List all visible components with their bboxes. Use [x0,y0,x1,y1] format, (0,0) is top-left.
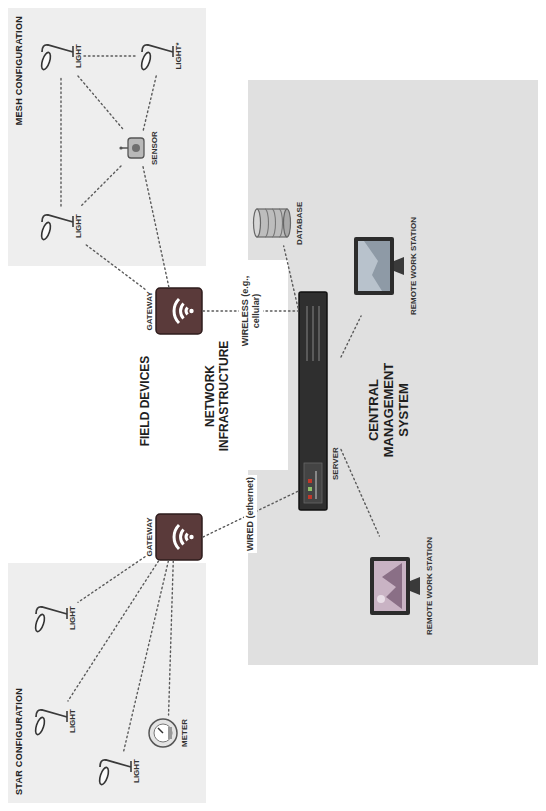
node-label: STAR CONFIGURATION [8,563,25,803]
network-link [84,55,138,56]
network-link [143,76,156,130]
streetlight-icon [38,36,74,76]
device-icon [32,598,68,638]
node-label: LIGHT [68,708,78,734]
network-link [68,561,159,701]
streetlight-icon [96,751,132,791]
network-link [124,561,169,751]
node-label: LIGHT [132,758,142,784]
network-link [284,246,298,308]
server-icon [298,291,328,511]
node-label: SENSOR [150,130,160,166]
light-device: LIGHT [96,751,142,791]
network-link [341,316,361,357]
node-label: LIGHT [74,43,84,69]
device-icon [155,287,203,335]
workstation-device: REMOTE WORK STATION [352,216,419,316]
node-label: LIGHT [68,605,78,631]
node-label: GATEWAY [145,516,155,557]
gateway-device: GATEWAY [145,513,203,561]
device-icon [96,751,132,791]
streetlight-icon [32,598,68,638]
gateway-icon [155,287,203,335]
device-icon [146,715,180,751]
network-link [169,561,174,715]
link-label: WIRED (ethernet) [244,475,257,553]
workstation-icon [352,235,406,297]
workstation-device: REMOTE WORK STATION [368,536,435,636]
network-link [78,557,145,603]
node-label: REMOTE WORK STATION [409,216,419,316]
meter-icon [146,715,180,751]
network-link [78,76,124,130]
node-label: LIGHT [74,213,84,239]
streetlight-icon [38,206,74,246]
node-label: DATABASE [295,201,305,246]
configuration-region: MESH CONFIGURATION LIGHT LIGHT SENSOR LIGHT* [8,8,206,266]
section-label: FIELD DEVICES [138,326,152,476]
network-link [143,166,169,287]
panel-shape [248,80,538,665]
streetlight-icon [32,701,68,741]
light-device: LIGHT* [138,36,184,76]
node-label: REMOTE WORK STATION [425,536,435,636]
light-device: LIGHT [32,598,78,638]
server-device: SERVER [298,291,341,511]
device-icon [155,513,203,561]
database-device: DATABASE [252,201,305,246]
light-device: LIGHT [32,701,78,741]
management-panel: CENTRAL MANAGEMENT SYSTEM SERVER DATABASE R… [248,80,538,665]
device-icon [352,235,406,297]
device-icon [38,206,74,246]
configuration-region: STAR CONFIGURATION LIGHT LIGHT LIGHT METER [8,563,206,803]
section-label: NETWORK INFRASTRUCTURE [203,326,231,466]
node-label: METER [180,718,190,748]
device-icon [32,701,68,741]
node-label: GATEWAY [145,290,155,331]
gateway-icon [155,513,203,561]
node-label: SERVER [331,446,341,481]
network-link [84,243,145,289]
device-icon [118,131,150,165]
network-link [341,450,379,536]
device-icon [368,555,422,617]
node-label: CENTRAL MANAGEMENT SYSTEM [366,360,411,460]
node-label: LIGHT* [174,41,184,70]
device-icon [298,291,328,511]
sensor-icon [118,131,150,165]
network-link [60,76,61,206]
light-device: LIGHT [38,36,84,76]
database-icon [252,205,292,241]
link-label: WIRELESS (e.g., cellular) [239,272,263,350]
gateway-device: GATEWAY [145,287,203,335]
device-icon [252,205,292,241]
sensor-device: SENSOR [118,130,160,166]
workstation-icon [368,555,422,617]
light-device: LIGHT [38,206,84,246]
meter-device: METER [146,715,190,751]
streetlight-icon [138,36,174,76]
node-label: MESH CONFIGURATION [8,8,25,266]
device-icon [138,36,174,76]
device-icon [38,36,74,76]
network-link [81,166,121,206]
